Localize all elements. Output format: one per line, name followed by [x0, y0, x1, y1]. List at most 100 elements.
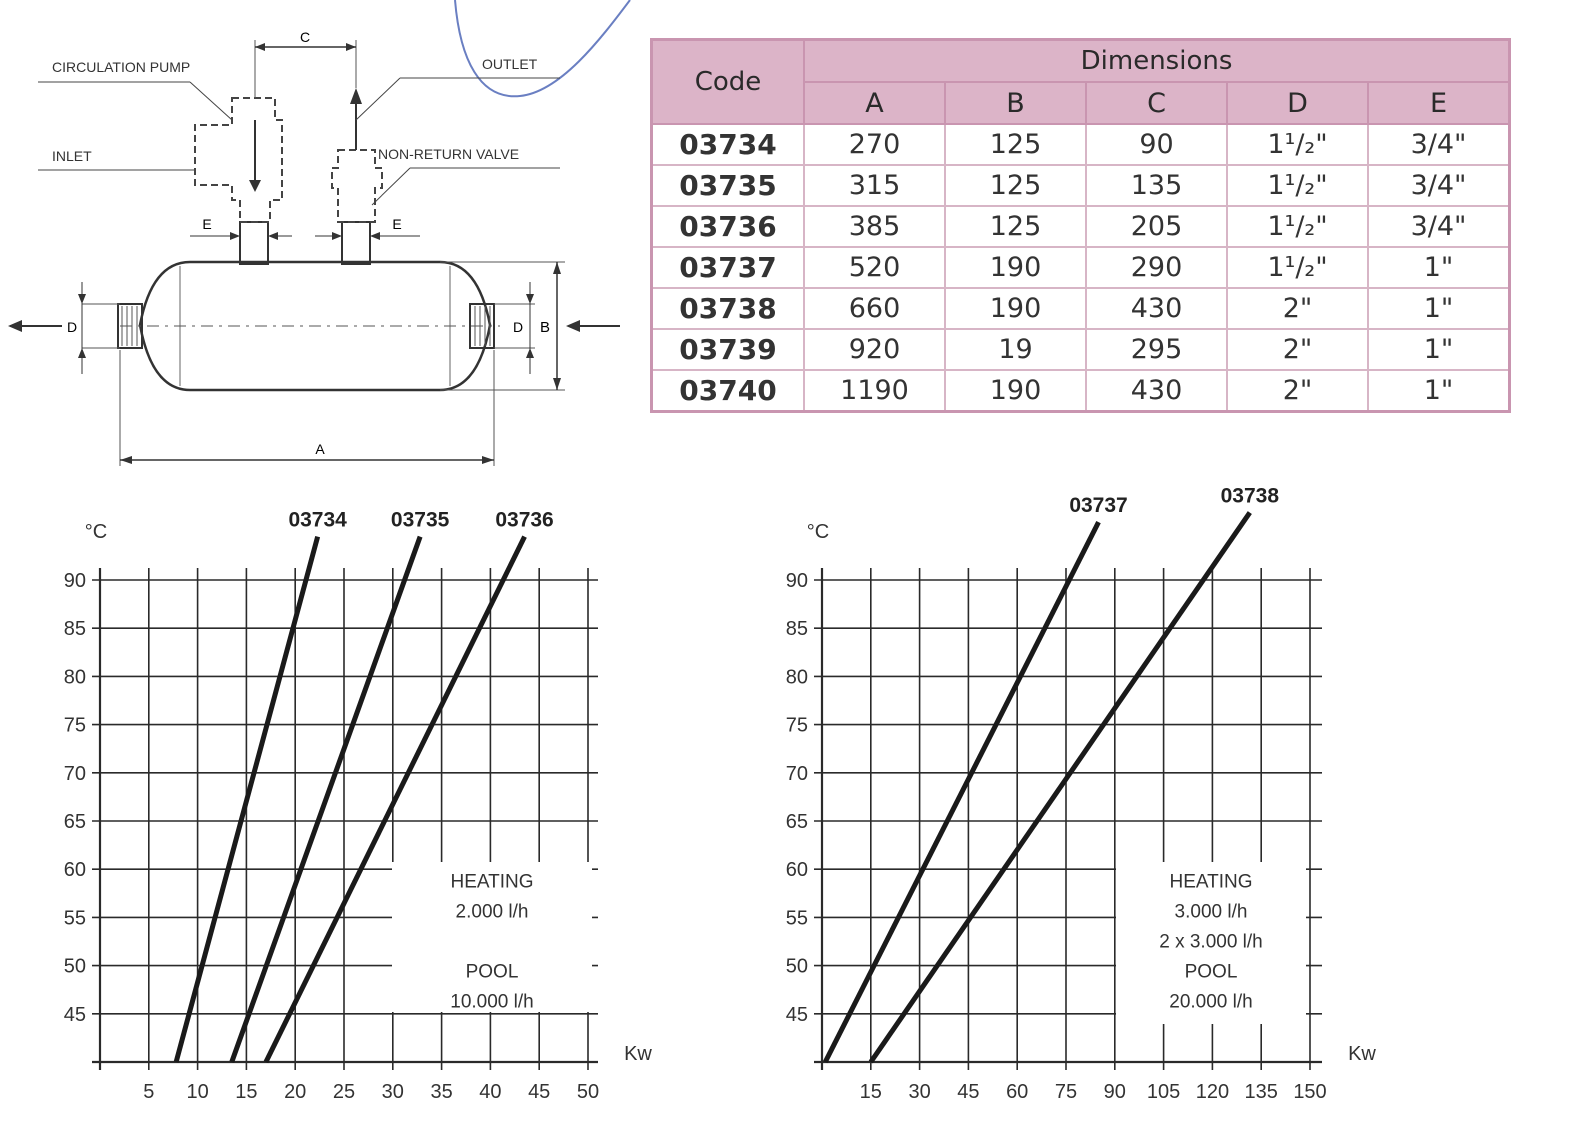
table-cell: 2": [1226, 328, 1369, 371]
table-cell: 190: [944, 369, 1087, 413]
table-row: 03738 660 190 430 2" 1": [650, 287, 1511, 330]
x-tick-label: 45: [957, 1081, 979, 1103]
y-tick-label: 60: [64, 859, 86, 881]
x-tick-label: 15: [860, 1081, 882, 1103]
y-tick-label: 85: [786, 618, 808, 640]
x-tick-label: 15: [235, 1081, 257, 1103]
table-cell: 295: [1085, 328, 1228, 371]
x-tick-label: 20: [284, 1081, 306, 1103]
table-cell: 125: [944, 164, 1087, 207]
column-header: E: [1367, 81, 1511, 125]
dim-c-label: C: [300, 29, 310, 45]
code-cell: 03738: [650, 287, 805, 330]
table-cell: 125: [944, 205, 1087, 248]
series-line-03735: [229, 535, 423, 1063]
left-connection: [117, 303, 143, 349]
dim-b-label: B: [540, 319, 550, 336]
x-tick-label: 90: [1104, 1081, 1126, 1103]
non-return-valve-label: NON-RETURN VALVE: [378, 146, 519, 162]
x-tick-label: 5: [143, 1081, 154, 1103]
y-tick-label: 45: [64, 1004, 86, 1026]
table-cell: 1¹/₂": [1226, 205, 1369, 248]
table-cell: 1190: [803, 369, 946, 413]
x-tick-label: 50: [577, 1081, 599, 1103]
series-line-03736: [263, 535, 527, 1064]
table-cell: 520: [803, 246, 946, 289]
y-tick-label: 50: [64, 956, 86, 978]
y-tick-label: 65: [786, 811, 808, 833]
table-row: 03739 920 19 295 2" 1": [650, 328, 1511, 371]
column-header: A: [803, 81, 946, 125]
x-tick-label: 35: [430, 1081, 452, 1103]
outlet-label: OUTLET: [482, 56, 538, 72]
y-tick-label: 85: [64, 618, 86, 640]
code-cell: 03734: [650, 123, 805, 166]
table-cell: 1¹/₂": [1226, 123, 1369, 166]
table-cell: 920: [803, 328, 946, 371]
x-tick-label: 120: [1196, 1081, 1229, 1103]
right-connection: [469, 303, 495, 349]
table-cell: 3/4": [1367, 205, 1511, 248]
x-tick-label: 25: [333, 1081, 355, 1103]
y-tick-label: 75: [64, 715, 86, 737]
annotation-text: 2 x 3.000 l/h: [1159, 932, 1263, 953]
y-tick-label: 65: [64, 811, 86, 833]
heat-exchanger-diagram: C A B D D E E CIRCULATION PUMP INLET OUT…: [8, 0, 631, 466]
code-cell: 03739: [650, 328, 805, 371]
table-row: 03740 1190 190 430 2" 1": [650, 369, 1511, 413]
table-cell: 270: [803, 123, 946, 166]
dim-e-right-label: E: [392, 216, 401, 232]
y-tick-label: 70: [786, 763, 808, 785]
dim-e-left-label: E: [202, 216, 211, 232]
outlet-nozzle: [341, 221, 371, 265]
table-cell: 1¹/₂": [1226, 246, 1369, 289]
table-cell: 385: [803, 205, 946, 248]
dim-d-left-label: D: [67, 319, 77, 335]
y-tick-label: 45: [786, 1004, 808, 1026]
table-cell: 1": [1367, 246, 1511, 289]
table-cell: 290: [1085, 246, 1228, 289]
x-axis-label: Kw: [624, 1043, 652, 1065]
y-tick-label: 80: [786, 666, 808, 688]
x-tick-label: 30: [908, 1081, 930, 1103]
y-tick-label: 60: [786, 859, 808, 881]
table-cell: 3/4": [1367, 164, 1511, 207]
column-header: C: [1085, 81, 1228, 125]
table-cell: 135: [1085, 164, 1228, 207]
circulation-pump-label: CIRCULATION PUMP: [52, 59, 190, 75]
annotation-text: 20.000 l/h: [1169, 992, 1252, 1013]
table-cell: 2": [1226, 287, 1369, 330]
table-row: 03736 385 125 205 1¹/₂" 3/4": [650, 205, 1511, 248]
annotation-text: POOL: [466, 962, 519, 983]
table-cell: 1": [1367, 287, 1511, 330]
table-cell: 315: [803, 164, 946, 207]
y-tick-label: 90: [64, 570, 86, 592]
code-cell: 03736: [650, 205, 805, 248]
dim-a-label: A: [315, 441, 325, 457]
table-cell: 205: [1085, 205, 1228, 248]
annotation-box: [392, 862, 592, 1012]
dim-d-right-label: D: [513, 319, 523, 335]
table-cell: 90: [1085, 123, 1228, 166]
non-return-valve: [331, 149, 383, 223]
series-label-03738: 03738: [1221, 485, 1280, 508]
x-tick-label: 30: [382, 1081, 404, 1103]
series-line-03738: [868, 511, 1252, 1064]
code-cell: 03737: [650, 246, 805, 289]
code-cell: 03740: [650, 369, 805, 413]
y-tick-label: 50: [786, 956, 808, 978]
series-label-03735: 03735: [391, 509, 450, 532]
y-tick-label: 55: [64, 907, 86, 929]
x-tick-label: 135: [1245, 1081, 1278, 1103]
table-cell: 19: [944, 328, 1087, 371]
table-cell: 2": [1226, 369, 1369, 413]
series-label-03736: 03736: [495, 509, 553, 532]
y-axis-label: °C: [85, 521, 107, 543]
table-cell: 1¹/₂": [1226, 164, 1369, 207]
y-tick-label: 80: [64, 666, 86, 688]
table-row: 03737 520 190 290 1¹/₂" 1": [650, 246, 1511, 289]
table-cell: 125: [944, 123, 1087, 166]
annotation-text: HEATING: [450, 872, 533, 893]
y-tick-label: 75: [786, 715, 808, 737]
code-cell: 03735: [650, 164, 805, 207]
